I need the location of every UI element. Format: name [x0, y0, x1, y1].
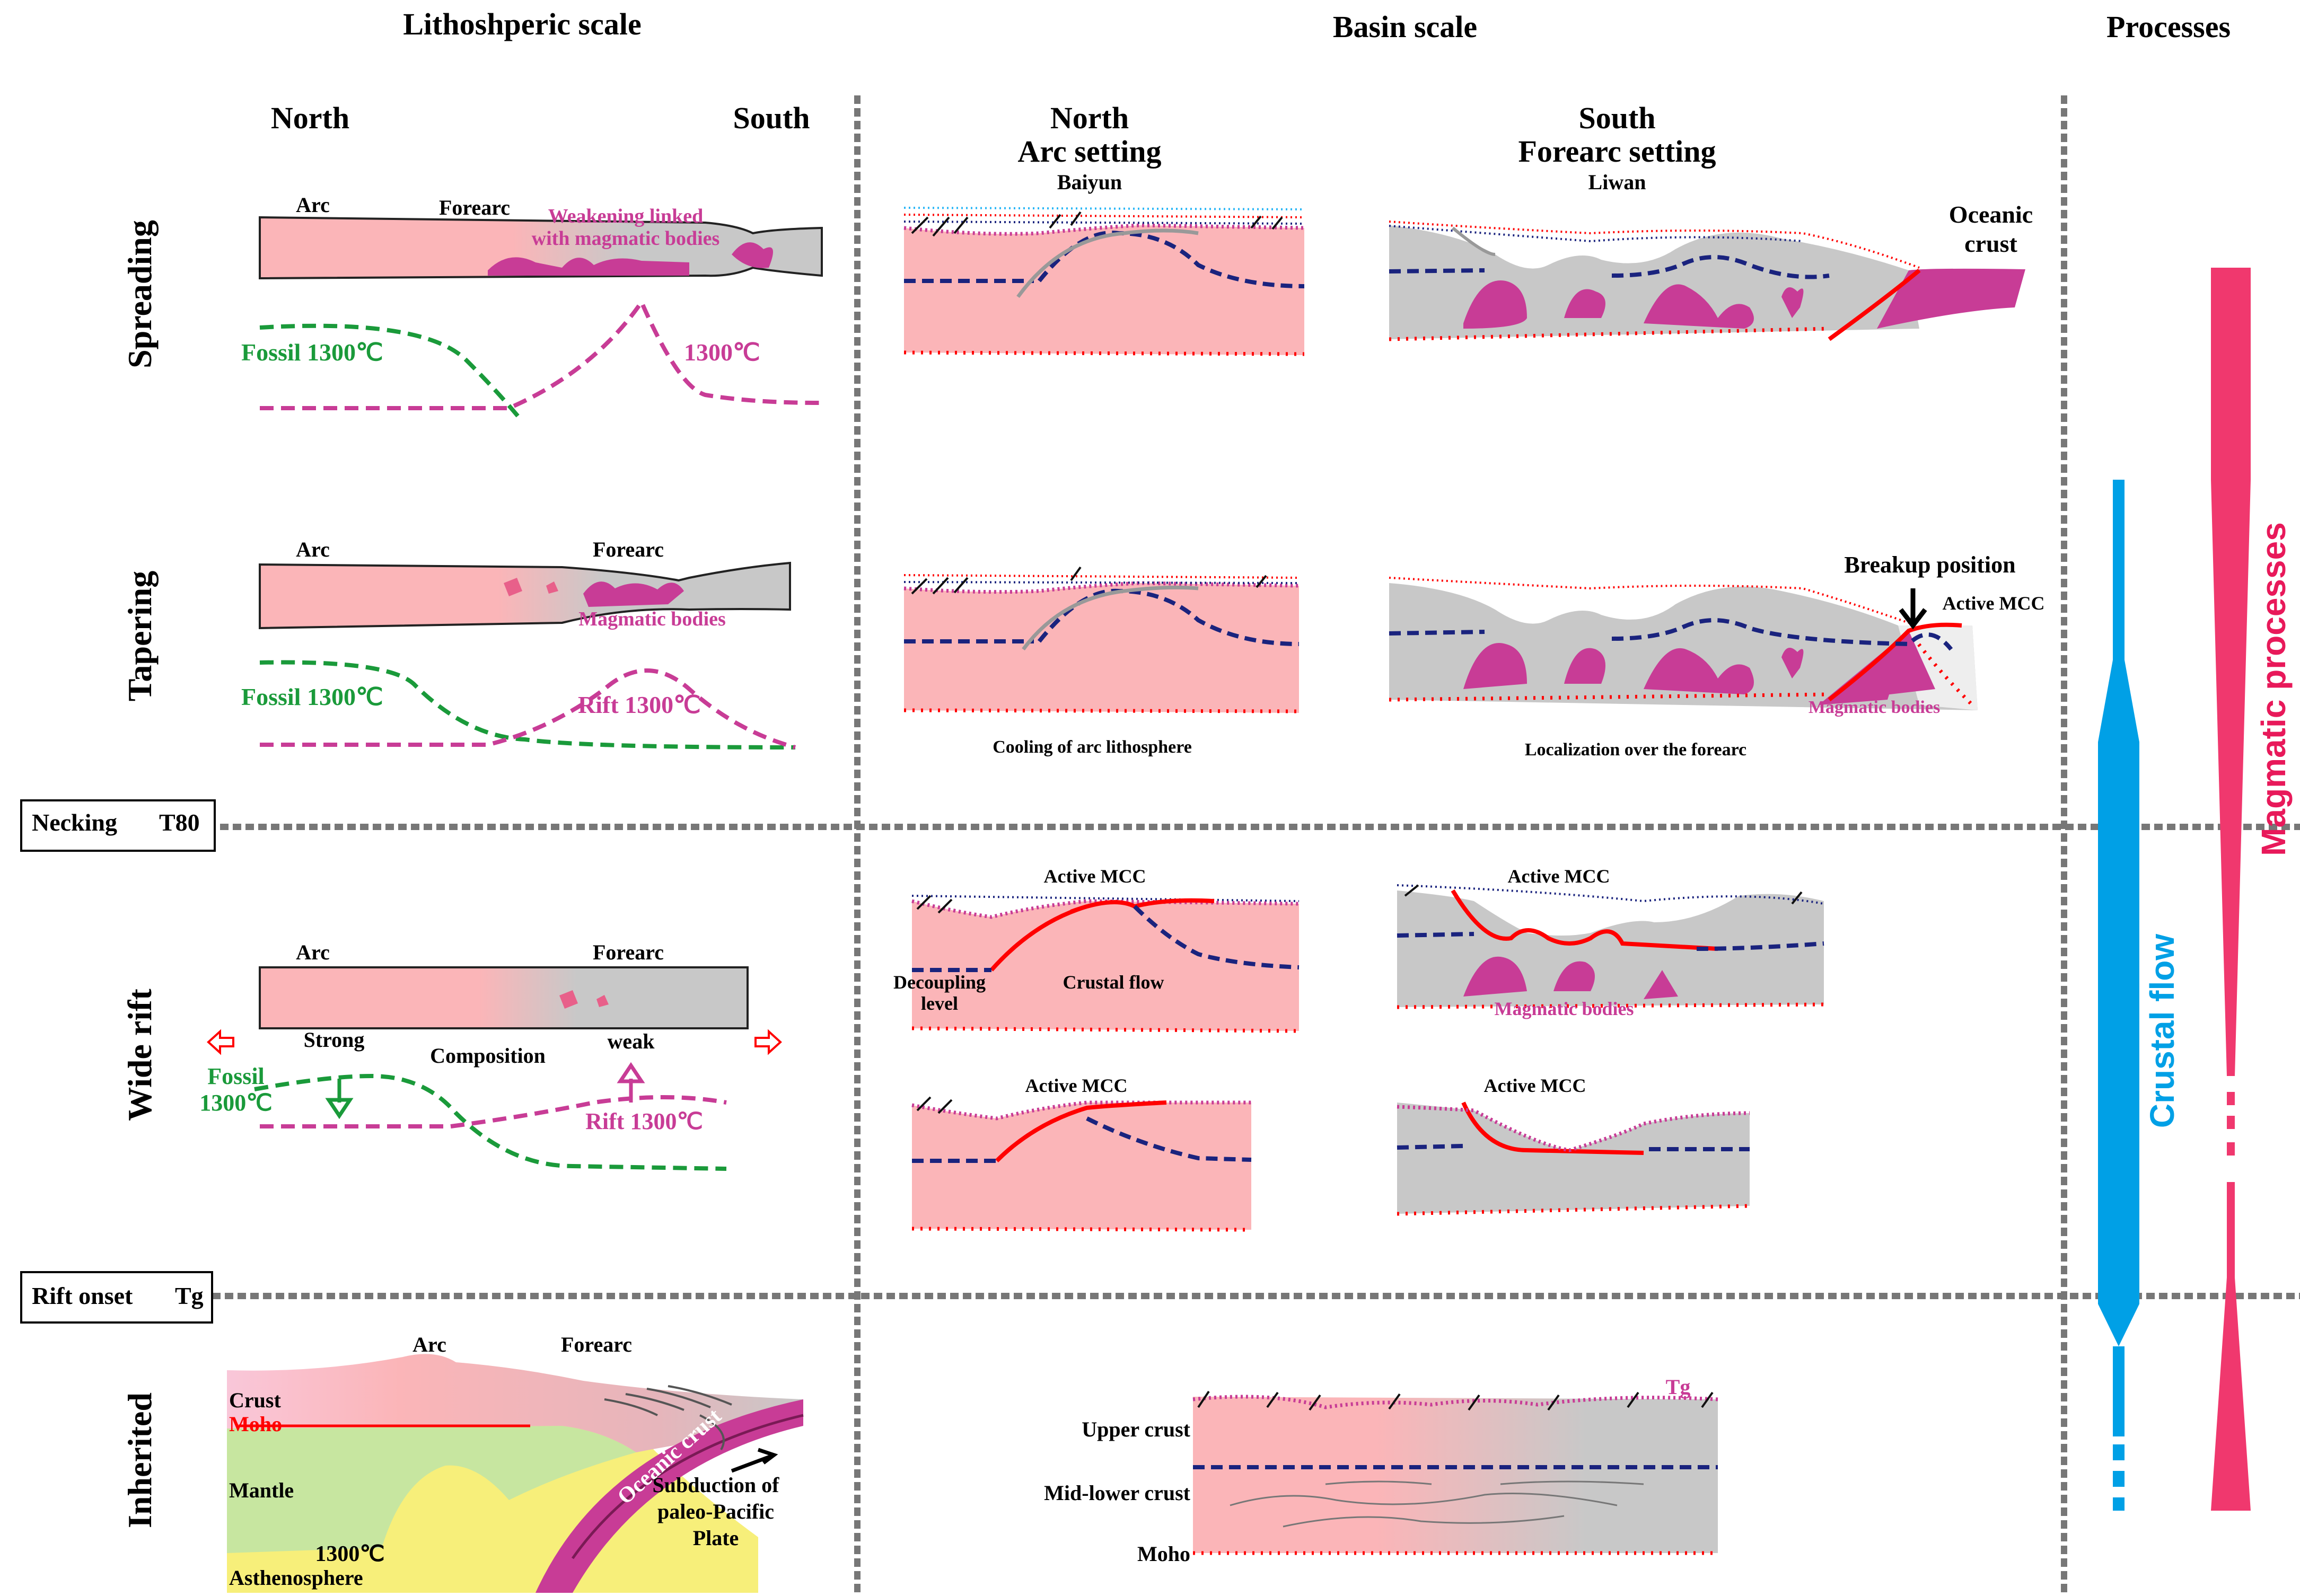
spreading-weakening-1: Weakening linked [548, 205, 703, 227]
wide-weak: weak [608, 1029, 655, 1053]
wide-active-mcc-c: Active MCC [1508, 866, 1610, 887]
wide-basin-south-bottom: Active MCC [1397, 1075, 1750, 1216]
rift-onset-box: Rift onset Tg [20, 1271, 213, 1324]
wide-forearc: Forearc [593, 940, 664, 964]
label-south: South [733, 101, 810, 135]
decoupling-2: level [921, 993, 958, 1014]
spreading-fossil: Fossil 1300℃ [241, 339, 383, 366]
wide-arc: Arc [296, 940, 330, 964]
spreading-arc: Arc [296, 193, 330, 217]
tapering-active-mcc: Active MCC [1943, 593, 2045, 614]
header-lithospheric: Lithoshperic scale [403, 7, 641, 41]
wide-active-mcc-a: Active MCC [1044, 866, 1146, 887]
tapering-cooling: Cooling of arc lithosphere [993, 737, 1192, 757]
decoupling-1: Decoupling [893, 972, 986, 993]
basin-north-title: North [1050, 101, 1129, 135]
spreading-forearc: Forearc [439, 196, 510, 219]
inherited-basin: Upper crust Mid-lower crust Moho Tg [1044, 1375, 1718, 1566]
inh-crust: Crust [229, 1388, 281, 1412]
header-processes: Processes [2106, 10, 2231, 44]
basin-south-sub: Forearc setting [1518, 134, 1716, 169]
tapering-fossil: Fossil 1300℃ [241, 683, 383, 710]
basin-north-sub: Arc setting [1017, 134, 1161, 169]
inh-moho: Moho [229, 1412, 282, 1436]
magmatic-process: Magmatic processes [2254, 522, 2293, 856]
tapering-arc: Arc [296, 537, 330, 561]
svg-text:Necking: Necking [32, 809, 117, 836]
wide-basin-north-bottom: Active MCC [911, 1075, 1252, 1232]
wide-rift-lithosphere: Arc Forearc Strong Composition weak Foss… [199, 940, 782, 1171]
spreading-basin-south: Oceanic crust [1389, 201, 2033, 341]
stage-tapering: Tapering [121, 571, 159, 702]
tapering-basin-north: Cooling of arc lithosphere [903, 566, 1300, 757]
tapering-localization: Localization over the forearc [1525, 740, 1746, 760]
inh-sub-2: paleo-Pacific [657, 1500, 774, 1523]
grid-dividers [212, 95, 2300, 1593]
basin-south-title: South [1578, 101, 1655, 135]
wide-strong: Strong [304, 1028, 365, 1052]
basin-south-site: Liwan [1588, 170, 1646, 194]
inh-moho-b: Moho [1137, 1542, 1190, 1566]
wide-basin-north-top: Active MCC Decoupling level Crustal flow [893, 866, 1300, 1033]
inh-sub-1: Subduction of [653, 1473, 780, 1497]
necking-box: Necking T80 [20, 799, 216, 852]
arrow-down-icon [325, 1079, 354, 1119]
oceanic-crust-1: Oceanic [1949, 201, 2033, 228]
label-north: North [271, 101, 349, 135]
stage-inherited: Inherited [121, 1392, 159, 1528]
wide-fossil-1: Fossil [207, 1063, 265, 1089]
inh-astheno: Asthenosphere [229, 1566, 363, 1590]
basin-north-site: Baiyun [1057, 170, 1122, 194]
wide-magmatic: Magmatic bodies [1495, 998, 1634, 1019]
process-magmatic-bar: Magmatic processes [2211, 268, 2293, 1511]
inh-forearc: Forearc [561, 1333, 632, 1356]
breakup-position: Breakup position [1844, 552, 2015, 578]
wide-active-mcc-b: Active MCC [1025, 1075, 1128, 1096]
wide-active-mcc-d: Active MCC [1484, 1075, 1586, 1096]
tapering-magmatic-basin: Magmatic bodies [1809, 698, 1940, 717]
tapering-forearc: Forearc [593, 537, 664, 561]
inh-tg: Tg [1666, 1375, 1691, 1399]
spreading-lithosphere: Arc Forearc Weakening linked with magmat… [241, 193, 823, 423]
inh-iso: 1300℃ [315, 1542, 384, 1566]
tapering-rift: Rift 1300℃ [578, 691, 701, 718]
svg-text:T80: T80 [159, 809, 200, 836]
arrow-left-icon [207, 1029, 234, 1055]
spreading-basin-north [903, 207, 1305, 356]
stage-spreading: Spreading [121, 220, 159, 368]
arrow-right-icon [754, 1029, 782, 1055]
wide-rift-iso: Rift 1300℃ [585, 1108, 703, 1134]
inh-mid-lower: Mid-lower crust [1044, 1481, 1191, 1505]
wide-composition: Composition [430, 1044, 546, 1068]
svg-text:Tg: Tg [175, 1282, 204, 1309]
inh-arc: Arc [412, 1333, 446, 1356]
crustal-flow-process: Crustal flow [2143, 934, 2181, 1128]
svg-text:Rift onset: Rift onset [32, 1282, 133, 1309]
stage-wide-rift: Wide rift [121, 989, 159, 1121]
tapering-lithosphere: Arc Forearc Magmatic bodies Fossil 1300℃… [241, 537, 796, 749]
wide-basin-south-top: Active MCC Magmatic bodies [1397, 866, 1824, 1019]
tapering-basin-south: Breakup position Active MCC Magmatic bod… [1389, 552, 2044, 760]
crustal-flow-label: Crustal flow [1063, 972, 1164, 993]
inh-sub-3: Plate [693, 1526, 739, 1550]
wide-fossil-2: 1300℃ [199, 1090, 272, 1116]
inh-upper-crust: Upper crust [1082, 1417, 1190, 1441]
spreading-weakening-2: with magmatic bodies [532, 227, 720, 250]
inherited-lithosphere: Arc Forearc Crust Moho Mantle 1300℃ Asth… [227, 1333, 804, 1593]
process-crustal-flow-bar: Crustal flow [2098, 480, 2181, 1511]
spreading-iso: 1300℃ [684, 339, 760, 366]
header-basin: Basin scale [1333, 10, 1477, 44]
inh-mantle: Mantle [229, 1478, 294, 1502]
tapering-magmatic: Magmatic bodies [578, 608, 726, 630]
oceanic-crust-2: crust [1964, 230, 2017, 257]
